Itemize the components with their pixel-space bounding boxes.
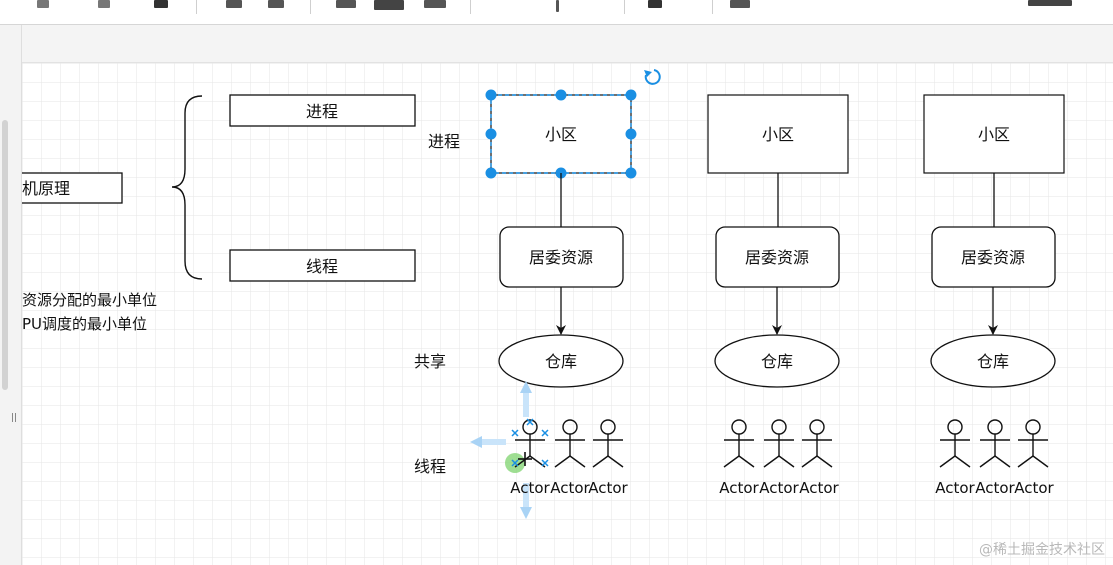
toolbar-separator (196, 0, 197, 14)
community-label-2: 小区 (762, 125, 794, 144)
committee-label-3: 居委资源 (961, 248, 1025, 267)
resize-handle-bottom-right[interactable] (625, 167, 637, 179)
line-color-icon[interactable] (374, 0, 404, 10)
actor-label: Actor (588, 479, 628, 497)
warehouse-ellipse-3[interactable] (930, 334, 1056, 388)
drag-guide-arrows[interactable] (470, 381, 532, 519)
mindmap-thread-box[interactable] (229, 249, 416, 282)
community-box-2[interactable] (707, 94, 849, 174)
resize-handle-right[interactable] (625, 128, 637, 140)
principle-box-label: 机原理 (22, 179, 70, 198)
actor-icon[interactable] (801, 419, 833, 468)
rotate-handle-icon[interactable] (644, 69, 661, 85)
ruler (22, 25, 1113, 63)
watermark: @稀土掘金技术社区 (979, 542, 1105, 558)
panel-resize-grip-icon[interactable]: || (11, 413, 18, 423)
redo-icon[interactable] (98, 0, 110, 8)
resize-handle-top-right[interactable] (625, 89, 637, 101)
fill-color-icon[interactable] (336, 0, 356, 8)
actor-label: Actor (510, 479, 550, 497)
actor-icon[interactable] (763, 419, 795, 468)
actor-icon[interactable] (554, 419, 586, 468)
toolbar-separator (624, 0, 625, 14)
resize-handle-top[interactable] (555, 89, 567, 101)
insert-icon[interactable] (648, 0, 662, 8)
waypoint-icon[interactable] (556, 0, 559, 12)
toolbar-separator (712, 0, 713, 14)
table-icon[interactable] (730, 0, 750, 8)
actor-label: Actor (759, 479, 799, 497)
principle-box[interactable] (22, 172, 123, 204)
actor-label: Actor (550, 479, 590, 497)
actor-icon[interactable] (723, 419, 755, 468)
undo-icon[interactable] (37, 0, 49, 8)
mindmap-process-label: 进程 (306, 102, 338, 121)
row-label-thread: 线程 (414, 457, 446, 476)
move-cursor-icon (518, 452, 532, 466)
actor-icon[interactable] (979, 419, 1011, 468)
column-3: 小区 居委资源 仓库 Actor Actor Actor (923, 94, 1065, 497)
resize-handles[interactable] (485, 89, 637, 179)
actor-label: Actor (719, 479, 759, 497)
column-1: 小区 居委资源 仓库 (470, 69, 661, 519)
resize-handle-left[interactable] (485, 128, 497, 140)
to-back-icon[interactable] (268, 0, 284, 8)
warehouse-ellipse-1[interactable] (498, 334, 624, 388)
committee-label-2: 居委资源 (745, 248, 809, 267)
warehouse-ellipse-2[interactable] (714, 334, 840, 388)
community-label-1: 小区 (545, 125, 577, 144)
committee-label-1: 居委资源 (529, 248, 593, 267)
actor-label: Actor (975, 479, 1015, 497)
actor-label: Actor (935, 479, 975, 497)
actor-icon[interactable] (592, 419, 624, 468)
toolbar (0, 0, 1113, 25)
note-line-2: PU调度的最小单位 (22, 315, 147, 333)
resize-handle-bottom-left[interactable] (485, 167, 497, 179)
note-line-1: 资源分配的最小单位 (22, 291, 157, 309)
diagram-canvas[interactable]: 机原理 资源分配的最小单位 PU调度的最小单位 进程 线程 进程 共享 线程 小… (22, 63, 1113, 565)
row-label-shared: 共享 (414, 352, 446, 371)
warehouse-label-1: 仓库 (545, 352, 577, 371)
actor-icon[interactable] (1017, 419, 1049, 468)
to-front-icon[interactable] (226, 0, 242, 8)
community-label-3: 小区 (978, 125, 1010, 144)
warehouse-label-2: 仓库 (761, 352, 793, 371)
toolbar-separator (470, 0, 471, 14)
delete-icon[interactable] (154, 0, 168, 8)
actor-icon[interactable] (939, 419, 971, 468)
diagram-svg[interactable]: 机原理 资源分配的最小单位 PU调度的最小单位 进程 线程 进程 共享 线程 小… (22, 63, 1113, 565)
resize-handle-top-left[interactable] (485, 89, 497, 101)
column-2: 小区 居委资源 仓库 Actor Actor Actor (707, 94, 849, 497)
curly-brace[interactable] (171, 95, 203, 280)
vertical-scrollbar[interactable] (2, 120, 8, 390)
left-sidebar: || (0, 25, 22, 565)
mindmap-process-box[interactable] (229, 94, 416, 127)
shadow-icon[interactable] (424, 0, 446, 8)
warehouse-label-3: 仓库 (977, 352, 1009, 371)
actor-label: Actor (1014, 479, 1054, 497)
row-label-process: 进程 (428, 132, 460, 151)
actor-label: Actor (799, 479, 839, 497)
mindmap-thread-label: 线程 (306, 257, 338, 276)
fullscreen-icon[interactable] (1028, 0, 1072, 6)
toolbar-separator (310, 0, 311, 14)
actor-connection-points[interactable] (511, 418, 549, 467)
